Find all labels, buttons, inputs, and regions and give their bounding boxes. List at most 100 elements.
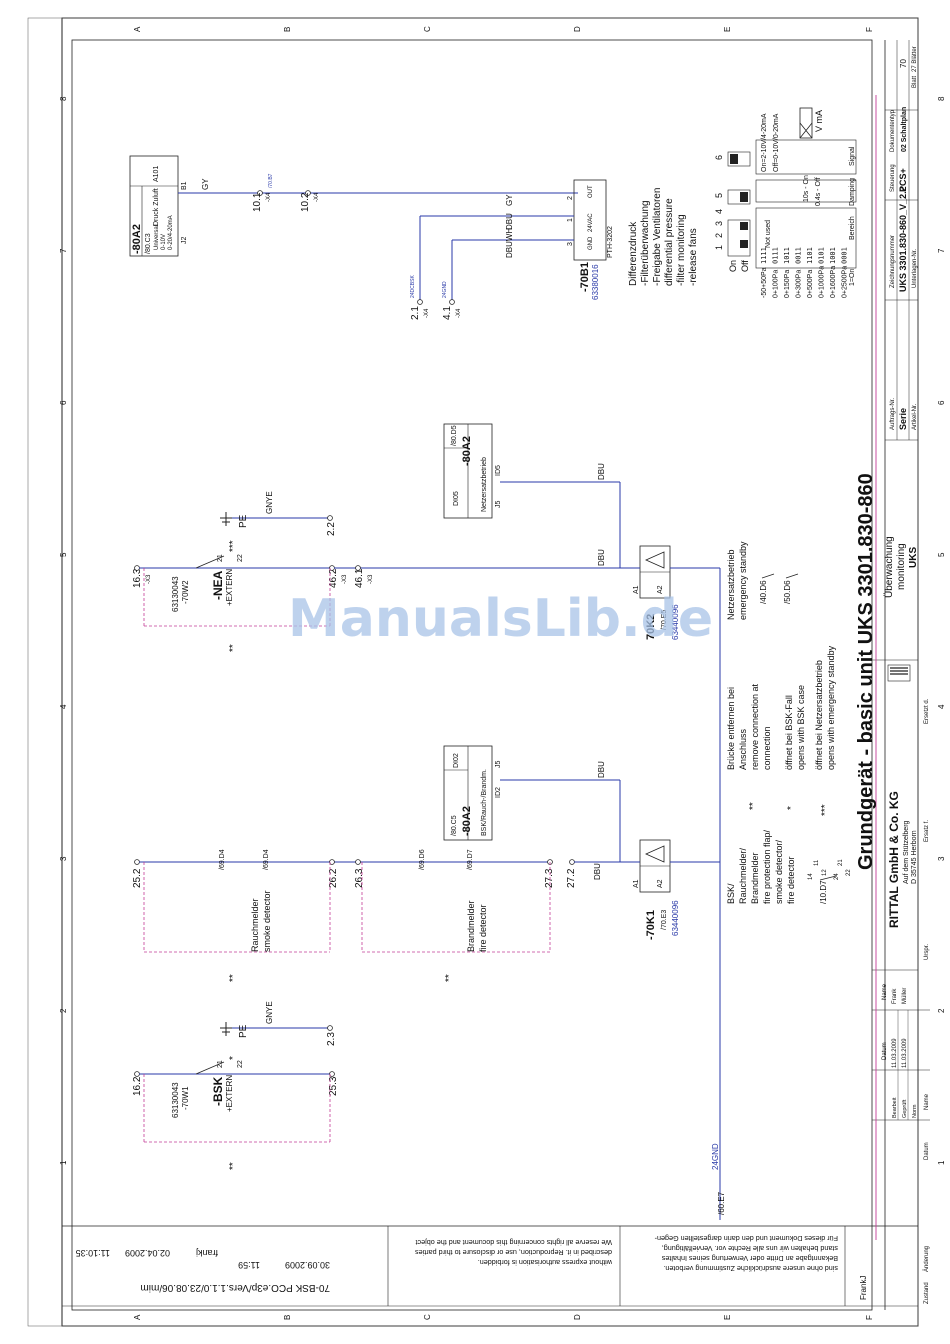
a101-spec1: Universal <box>154 225 160 250</box>
sensor-description: Differenzdruck -Filterüberwachung -Freig… <box>628 188 699 286</box>
company-address2: D 35745 Herborn <box>911 830 918 884</box>
di05-ref: /80.D5 <box>451 425 458 446</box>
smoke-t26-2: 26.2 <box>328 868 339 888</box>
legend-1-text1: öffnet bei BSK-Fall <box>784 695 794 770</box>
dip-range-4: 0+500Pa <box>807 270 814 298</box>
di05-desc: Netzersatzbetrieb <box>481 457 488 512</box>
main-title: Grundgerät - basic unit UKS 3301.830-860 <box>855 473 877 870</box>
dip-switch-num-1: 1 <box>714 245 724 250</box>
dip-switch-num-6: 6 <box>714 155 724 160</box>
grid-number-right-2: 2 <box>937 1008 946 1013</box>
k1-a1: A1 <box>633 879 640 888</box>
watermark: ManualsLib.de <box>288 589 713 649</box>
rev-zustand: Zustand <box>924 1282 930 1304</box>
dip-switch-num-3: 3 <box>714 221 724 226</box>
grid-number-left-3: 3 <box>59 856 68 861</box>
nea-x3-a: -X3 <box>146 574 152 584</box>
terminal-x4-a: -X4 <box>266 192 272 202</box>
grid-letter-bottom-A: A <box>133 1314 142 1320</box>
dip-not-used: Not used <box>765 220 772 248</box>
bsk-pin-21: 21 <box>217 1060 224 1068</box>
dip-on: On <box>728 260 738 272</box>
legend-1-text2: opens with BSK case <box>796 685 806 770</box>
fire-t27-2: 27.2 <box>566 868 577 888</box>
grid-letter-bottom-E: E <box>723 1315 732 1320</box>
sensor-desc-2: -Freigabe Ventilatoren <box>652 188 663 286</box>
article-label: Artikel-Nr. <box>912 403 918 430</box>
k1-tag: -70K1 <box>645 910 657 940</box>
bsk-contact-21: 21 <box>838 859 844 866</box>
rev-row-1-label: Bearbeit <box>892 1097 898 1118</box>
sensor-desc-5: -release fans <box>688 228 699 286</box>
legend-0-text3: remove connection at <box>750 683 760 770</box>
nea-pe: PE <box>238 514 249 528</box>
notice-de1: Für dieses Dokument und den darin darges… <box>654 1234 838 1243</box>
nea-loc: +EXTERN <box>225 569 234 606</box>
grid-letter-top-A: A <box>133 26 142 32</box>
smoke-label2: smoke detector <box>262 890 272 952</box>
company-name: RITTAL GmbH & Co. KG <box>887 791 901 928</box>
bsk-pe: PE <box>238 1024 249 1038</box>
grid-number-left-6: 6 <box>59 400 68 405</box>
ersatz-fuer: Ersatz f. <box>924 820 930 842</box>
grid-number-left-7: 7 <box>59 248 68 253</box>
k2-a2: A2 <box>657 585 664 594</box>
terminal-ref-70b7: /70.B7 <box>268 173 274 188</box>
dip-code-3: 0011 <box>795 247 803 264</box>
grid-number-right-5: 5 <box>937 552 946 557</box>
dip-sig2: Off=0-10V/0-20mA <box>773 113 780 172</box>
grid-letter-top-E: E <box>723 27 732 32</box>
rittal-logo <box>887 664 911 682</box>
dip-switch-num-5: 5 <box>714 193 724 198</box>
dip-off: Off <box>740 260 750 272</box>
sensor-desc-1: -Filterüberwachung <box>640 200 651 286</box>
sensor-pin-24vac-name: 24VAC <box>588 213 594 232</box>
sensor-pin-out-num: 2 <box>567 196 574 200</box>
wire-gy-a101: GY <box>201 178 210 190</box>
bsk-contact-14: 14 <box>808 873 814 880</box>
a101-tag: -80A2 <box>131 224 143 254</box>
bsk-star: * <box>228 1056 239 1060</box>
notice-de4: sind ohne unsere ausdrückliche Zustimmun… <box>663 1264 838 1273</box>
drawing-label: Zeichnungsnummer <box>890 235 896 288</box>
relay-70k2: A1 A2 70K2 /70.E5 63440096 <box>620 545 720 640</box>
nea-t2-2: 2.2 <box>326 522 337 536</box>
dip-bereich: Bereich <box>849 216 856 240</box>
block-title-2: monitoring <box>896 543 907 590</box>
k2-wire-dbu-b: DBU <box>597 463 606 480</box>
sensor-desc-4: -filter monitoring <box>676 214 687 286</box>
rev-name: Name <box>924 1093 930 1110</box>
rev-aenderung: Änderung <box>923 1246 930 1272</box>
di02-tag: -80A2 <box>461 806 473 836</box>
nea-t16-3: 16.3 <box>132 568 143 588</box>
k1-part: 63440096 <box>671 900 680 936</box>
nea-pin-21: 21 <box>217 554 224 562</box>
fire-double-star: ** <box>444 974 455 982</box>
sheet-label: Blatt <box>912 76 918 88</box>
sensor-wire-dbuwh: DBUWH <box>505 228 514 258</box>
nea-note-0: Netzersatzbetrieb <box>726 549 736 620</box>
grid-number-right-4: 4 <box>937 704 946 709</box>
dip-range-0: -50+50Pa <box>761 267 768 298</box>
a101-name: A101 <box>153 166 160 182</box>
legend-1-mark: * <box>786 806 797 810</box>
dip-one-is-on: 1=On <box>849 269 856 286</box>
digital-input-di02: DI02 BSK/Rauch-/Brandm. /80.C5 -80A2 ID2… <box>443 745 502 841</box>
bsk-contact-12: 12 <box>822 869 828 876</box>
nea-note: Netzersatzbetrieb emergency standby /40.… <box>726 541 799 620</box>
dip-range-5: 0+1000Pa <box>819 266 826 298</box>
notice-line2: described in it. Reproduction, use or di… <box>415 1248 612 1257</box>
rev-row-2-name: Müller <box>902 988 908 1004</box>
terminal-10-1 <box>257 190 263 196</box>
dip-range-7: 0+2500Pa <box>842 266 849 298</box>
fire-label2: fire detector <box>478 904 488 952</box>
bsk-double-star: ** <box>228 1162 239 1170</box>
grid-letter-bottom-C: C <box>423 1314 432 1320</box>
bsk-note-0: BSK/ <box>726 883 736 904</box>
smoke-t25-2: 25.2 <box>132 868 143 888</box>
dip-switch-num-4: 4 <box>714 209 724 214</box>
sensor-part: 63380016 <box>591 264 600 300</box>
a101-ref: /80.C3 <box>145 233 152 254</box>
